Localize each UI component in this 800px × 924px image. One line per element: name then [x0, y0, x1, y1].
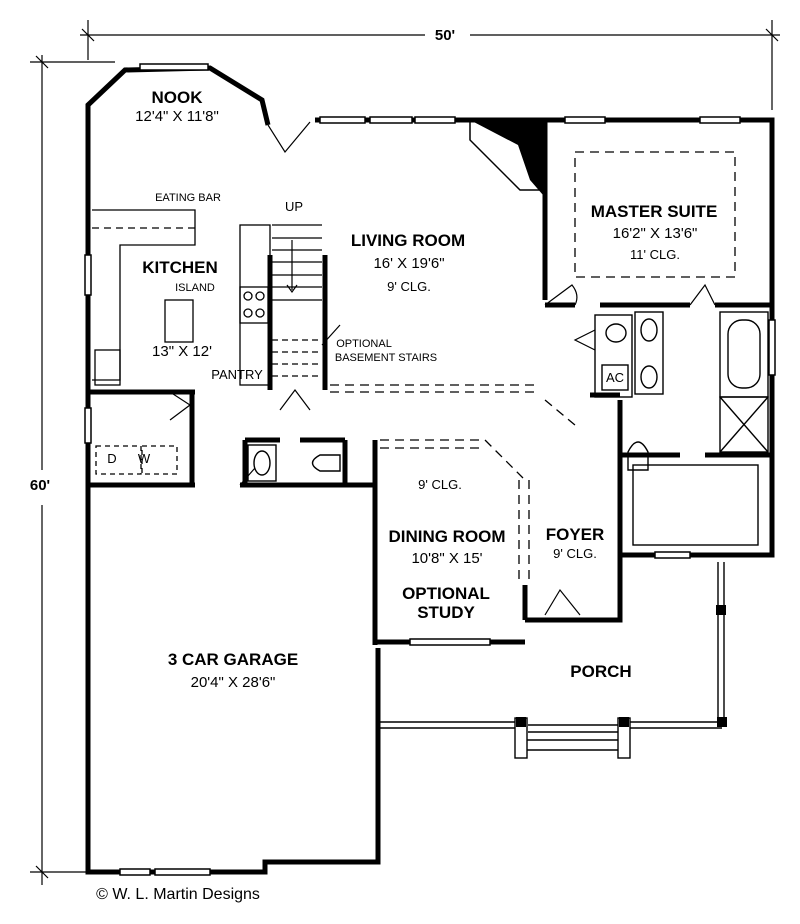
dining-room-size: 10'8" X 15': [411, 550, 483, 567]
master-suite-ceiling: 11' CLG.: [630, 247, 680, 262]
dimension-lines: [30, 20, 780, 885]
kitchen-label: KITCHEN: [142, 258, 218, 277]
cooktop: [239, 286, 269, 324]
living-room-label: LIVING ROOM: [350, 231, 466, 250]
foyer-label: FOYER: [545, 525, 605, 544]
washer-label: W: [137, 451, 151, 466]
kitchen-counters: [92, 209, 271, 475]
study-label: STUDY: [417, 603, 475, 622]
porch-label: PORCH: [570, 662, 632, 681]
basement-stairs-label: BASEMENT STAIRS: [334, 352, 438, 364]
fireplace: [470, 120, 543, 195]
kitchen-size: 13" X 12': [152, 343, 212, 360]
master-suite-size: 16'2" X 13'6": [612, 225, 698, 242]
garage-size: 20'4" X 28'6": [190, 674, 276, 691]
island: [164, 299, 194, 343]
eating-bar-label: EATING BAR: [155, 192, 221, 204]
nook-size: 12'4" X 11'8": [135, 108, 219, 125]
optional-label: OPTIONAL: [402, 584, 490, 603]
pantry-label: PANTRY: [211, 367, 263, 382]
master-suite-label: MASTER SUITE: [590, 202, 718, 221]
ceiling-lines: [330, 151, 736, 585]
dining-ceiling: 9' CLG.: [418, 477, 462, 492]
copyright: © W. L. Martin Designs: [96, 886, 260, 903]
nook-label: NOOK: [151, 88, 203, 107]
garage-label: 3 CAR GARAGE: [167, 650, 299, 669]
dining-room-label: DINING ROOM: [388, 527, 506, 546]
porch: [378, 562, 725, 759]
porch-columns: [516, 605, 727, 727]
exterior-walls: [85, 65, 775, 875]
living-room-size: 16' X 19'6": [373, 255, 445, 272]
staircase: [272, 224, 341, 377]
bath-fixtures: [247, 311, 769, 546]
windows: [84, 63, 776, 876]
doors: [169, 121, 716, 616]
stairs-up-label: UP: [284, 199, 304, 214]
island-label: ISLAND: [175, 282, 215, 294]
foyer-ceiling: 9' CLG.: [553, 546, 597, 561]
depth-dimension: 60': [29, 477, 51, 494]
living-room-ceiling: 9' CLG.: [387, 279, 431, 294]
optional-stairs-label: OPTIONAL: [336, 338, 392, 350]
dryer-label: D: [107, 451, 117, 466]
width-dimension: 50': [434, 27, 456, 44]
ac-label: AC: [605, 370, 625, 385]
